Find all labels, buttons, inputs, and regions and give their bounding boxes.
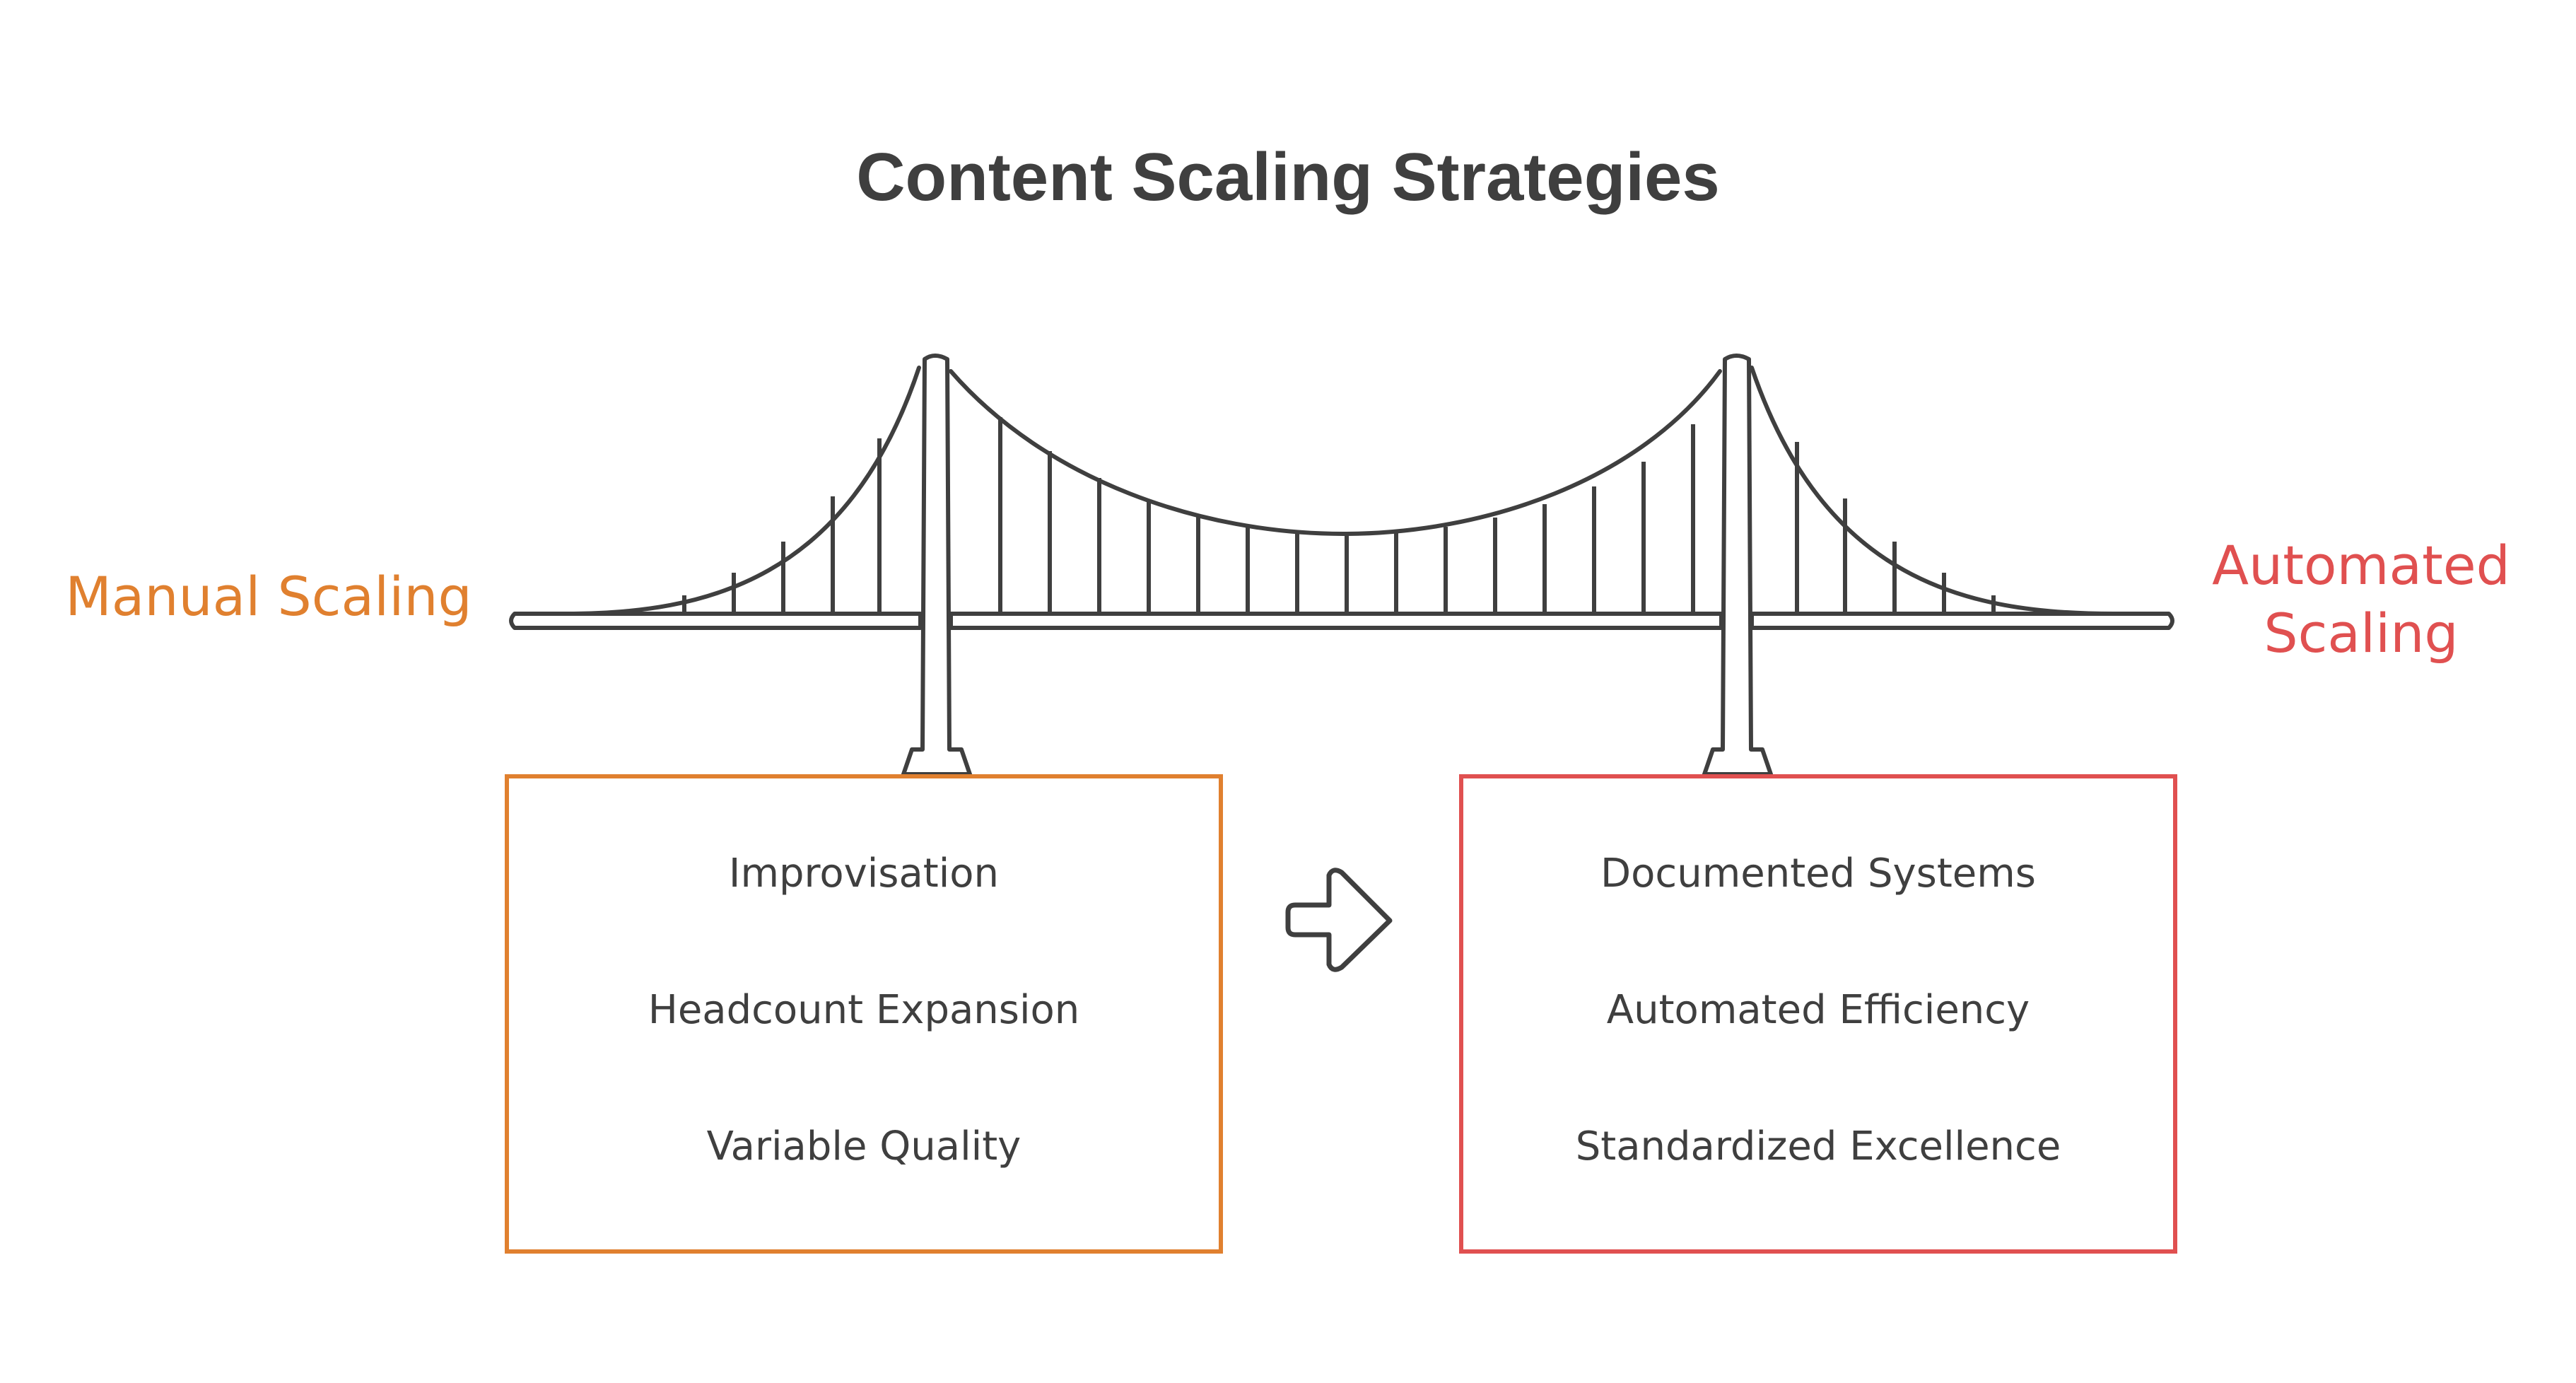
manual-item-improvisation: Improvisation: [728, 851, 1000, 897]
automated-item-standardized-excellence: Standardized Excellence: [1575, 1124, 2061, 1169]
automated-scaling-box: Documented Systems Automated Efficiency …: [1459, 774, 2177, 1254]
bridge-deck: [509, 612, 2174, 630]
bridge-hangers: [682, 417, 1996, 614]
diagram-title: Content Scaling Strategies: [856, 139, 1720, 215]
manual-scaling-label: Manual Scaling: [57, 563, 481, 631]
manual-scaling-box: Improvisation Headcount Expansion Variab…: [505, 774, 1223, 1254]
automated-item-documented-systems: Documented Systems: [1600, 851, 2036, 897]
manual-scaling-text: Manual Scaling: [65, 565, 472, 628]
cable-left-approach: [563, 366, 921, 616]
left-tower: [901, 354, 972, 776]
automated-scaling-line-1: Automated: [2212, 534, 2510, 597]
bridge-cables: [563, 366, 2116, 616]
arrow-right-icon: [1285, 868, 1393, 972]
manual-item-variable-quality: Variable Quality: [706, 1124, 1021, 1169]
cable-right-approach: [1750, 366, 2116, 616]
automated-scaling-line-2: Scaling: [2264, 602, 2459, 665]
automated-scaling-label: Automated Scaling: [2163, 532, 2559, 667]
cable-main-span: [949, 369, 1722, 537]
automated-item-automated-efficiency: Automated Efficiency: [1606, 987, 2030, 1033]
manual-item-headcount-expansion: Headcount Expansion: [648, 987, 1080, 1033]
right-tower: [1702, 354, 1773, 776]
